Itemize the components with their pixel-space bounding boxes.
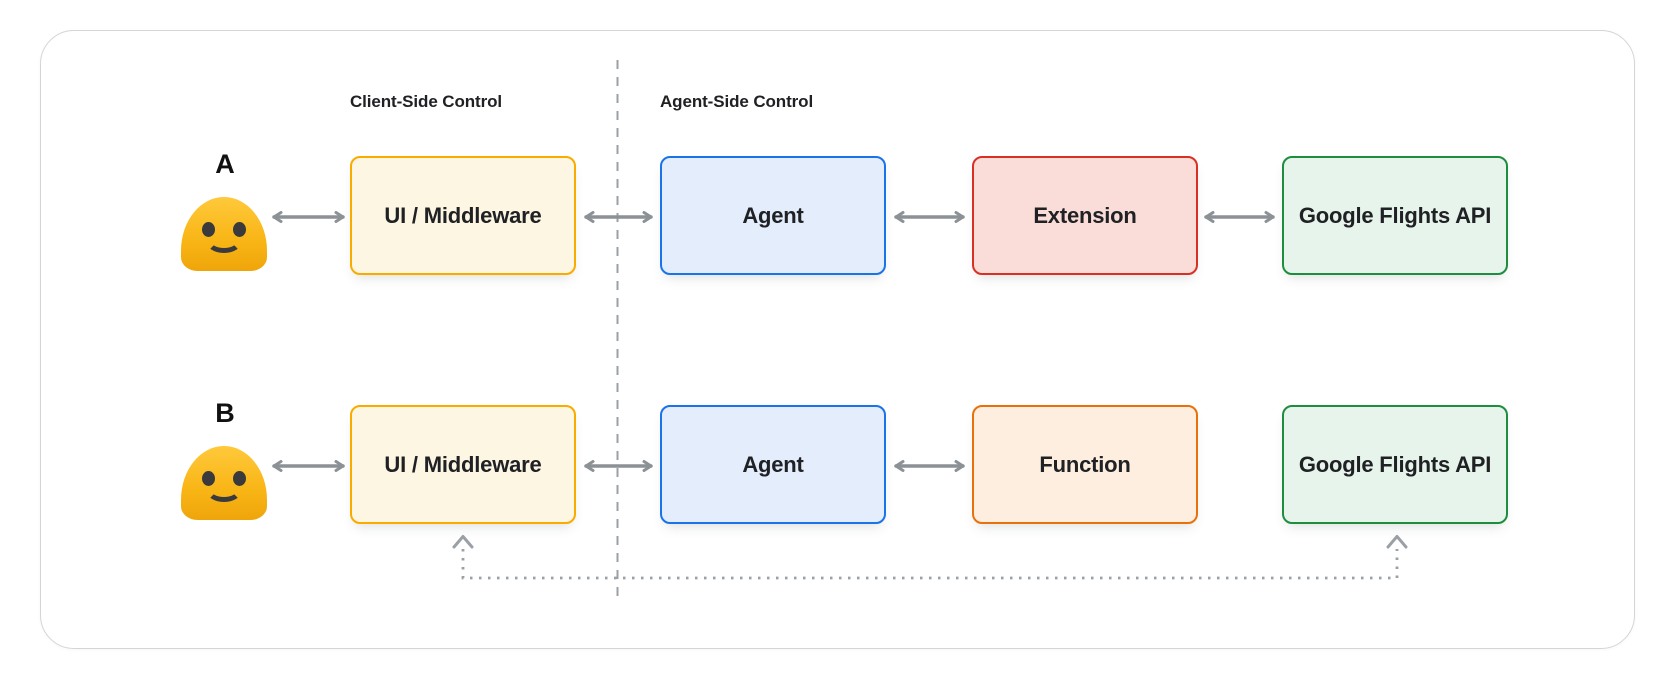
- node-extension-row-a: Extension: [972, 156, 1198, 275]
- node-agent-row-b: Agent: [660, 405, 886, 524]
- node-function-row-b: Function: [972, 405, 1198, 524]
- node-google-flights-api-row-b: Google Flights API: [1282, 405, 1508, 524]
- node-agent-row-a: Agent: [660, 156, 886, 275]
- node-ui-middleware-row-b: UI / Middleware: [350, 405, 576, 524]
- section-label-client-side-control: Client-Side Control: [350, 92, 503, 111]
- node-google-flights-api-row-a: Google Flights API: [1282, 156, 1508, 275]
- node-ui-middleware-row-a: UI / Middleware: [350, 156, 576, 275]
- user-b-smiley-blob-emoji: [181, 446, 267, 520]
- section-label-agent-side-control: Agent-Side Control: [660, 92, 814, 111]
- emoji-smile: [206, 229, 242, 253]
- emoji-smile: [206, 478, 242, 502]
- diagram-card: [40, 30, 1635, 649]
- user-b-label: B: [215, 398, 235, 428]
- user-a-label: A: [215, 149, 235, 179]
